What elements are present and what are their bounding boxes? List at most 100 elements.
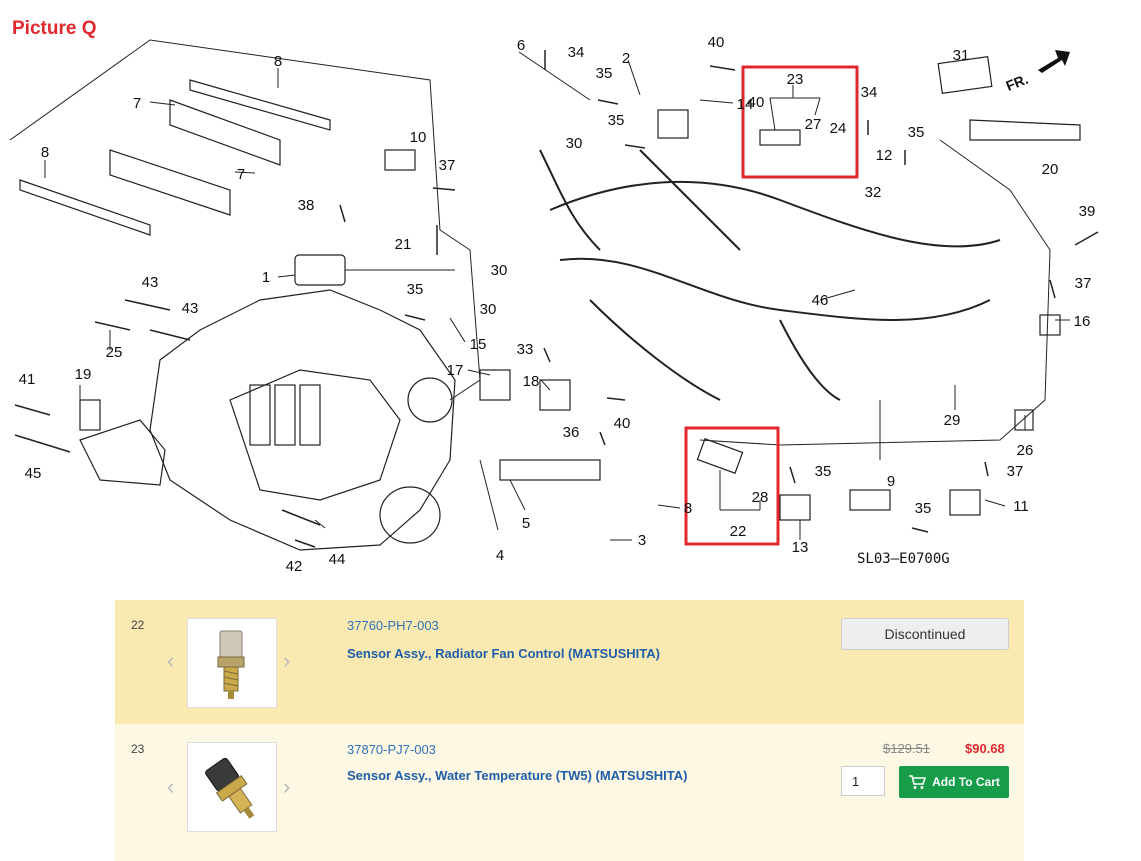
callout-26[interactable]: 26 [1017, 442, 1034, 459]
callout-40b[interactable]: 40 [614, 415, 631, 432]
fuel-rails [19, 79, 331, 236]
callout-43b[interactable]: 43 [182, 300, 199, 317]
callout-28[interactable]: 28 [752, 489, 769, 506]
callout-10[interactable]: 10 [410, 129, 427, 146]
callout-35e[interactable]: 35 [815, 463, 832, 480]
chevron-left-icon[interactable]: ‹ [167, 774, 175, 799]
callout-18[interactable]: 18 [523, 373, 540, 390]
highlight-box-23 [741, 65, 859, 179]
callout-42[interactable]: 42 [286, 558, 303, 575]
callout-15[interactable]: 15 [470, 336, 487, 353]
callout-31[interactable]: 31 [953, 47, 970, 64]
callout-43a[interactable]: 43 [142, 274, 159, 291]
part-ref: 23 [131, 742, 145, 756]
part-name[interactable]: Sensor Assy., Radiator Fan Control (MATS… [347, 646, 660, 661]
callout-27[interactable]: 27 [805, 116, 822, 133]
callout-30a[interactable]: 30 [566, 135, 583, 152]
callout-3[interactable]: 3 [638, 532, 646, 549]
sale-price: $90.68 [965, 741, 1005, 756]
callout-34a[interactable]: 34 [568, 44, 585, 61]
callout-33[interactable]: 33 [517, 341, 534, 358]
callout-25[interactable]: 25 [106, 344, 123, 361]
add-to-cart-button[interactable]: Add To Cart [899, 766, 1009, 798]
callout-30c[interactable]: 30 [480, 301, 497, 318]
callout-5[interactable]: 5 [522, 515, 530, 532]
diagram-code: SL03—E0700G [857, 551, 950, 567]
callout-37b[interactable]: 37 [1075, 275, 1092, 292]
chevron-right-icon[interactable]: › [283, 774, 291, 799]
callout-23[interactable]: 23 [787, 71, 804, 88]
callout-7a[interactable]: 7 [133, 95, 141, 112]
sensor-thumb-icon[interactable] [187, 742, 277, 832]
part-row-23: 23 ‹ › 37870-PJ7-003 Sensor Assy., Water… [115, 724, 1024, 861]
callout-12[interactable]: 12 [876, 147, 893, 164]
picture-label: Picture Q [12, 18, 97, 39]
callout-22[interactable]: 22 [730, 523, 747, 540]
highlight-box-22 [684, 426, 780, 546]
callout-30b[interactable]: 30 [491, 262, 508, 279]
callout-35b[interactable]: 35 [608, 112, 625, 129]
part-number[interactable]: 37760-PH7-003 [347, 618, 439, 633]
front-arrow-icon [1038, 50, 1070, 73]
chevron-right-icon[interactable]: › [283, 648, 291, 673]
callout-40a[interactable]: 40 [708, 34, 725, 51]
parts-diagram: FR. SL03—E0700G 1 2 3 4 5 6 7 7 8 8 9 10… [9, 34, 1099, 575]
callout-8a[interactable]: 8 [274, 53, 282, 70]
sensor-image [205, 757, 255, 819]
sensor-thumb-icon[interactable] [187, 618, 277, 708]
callout-14[interactable]: 14 [737, 96, 754, 113]
components [79, 55, 1081, 521]
front-label: FR. [1003, 71, 1030, 94]
part-name[interactable]: Sensor Assy., Water Temperature (TW5) (M… [347, 768, 688, 783]
callout-39[interactable]: 39 [1079, 203, 1096, 220]
callout-29[interactable]: 29 [944, 412, 961, 429]
callout-7b[interactable]: 7 [237, 166, 245, 183]
callout-41[interactable]: 41 [19, 371, 36, 388]
callout-37c[interactable]: 37 [1007, 463, 1024, 480]
callout-38[interactable]: 38 [298, 197, 315, 214]
callout-9[interactable]: 9 [887, 473, 895, 490]
callout-2[interactable]: 2 [622, 50, 630, 67]
callout-21[interactable]: 21 [395, 236, 412, 253]
part-ref: 22 [131, 618, 145, 632]
callout-35a[interactable]: 35 [596, 65, 613, 82]
engine-block [79, 289, 456, 551]
part-row-22: 22 ‹ › 37760-PH7-003 Sensor Assy., Radia… [115, 600, 1024, 724]
original-price: $129.51 [883, 741, 930, 756]
callout-37a[interactable]: 37 [439, 157, 456, 174]
add-to-cart-label: Add To Cart [932, 775, 1000, 789]
callout-20[interactable]: 20 [1042, 161, 1059, 178]
callout-46[interactable]: 46 [812, 292, 829, 309]
discontinued-button[interactable]: Discontinued [841, 618, 1009, 650]
callout-44[interactable]: 44 [329, 551, 346, 568]
callout-13[interactable]: 13 [792, 539, 809, 556]
quantity-input[interactable] [841, 766, 885, 796]
diagram-outline [9, 39, 481, 401]
callout-17[interactable]: 17 [447, 362, 464, 379]
bolts [14, 50, 1099, 548]
callout-1[interactable]: 1 [262, 269, 270, 286]
callout-19[interactable]: 19 [75, 366, 92, 383]
chevron-left-icon[interactable]: ‹ [167, 648, 175, 673]
part-number[interactable]: 37870-PJ7-003 [347, 742, 436, 757]
callout-40c[interactable]: 40 [748, 94, 765, 111]
callout-11[interactable]: 11 [1013, 498, 1029, 515]
diagram-outline [699, 139, 1051, 446]
callout-24[interactable]: 24 [830, 120, 847, 137]
cart-icon [909, 775, 927, 789]
callout-36[interactable]: 36 [563, 424, 580, 441]
callout-16[interactable]: 16 [1074, 313, 1091, 330]
callout-35d[interactable]: 35 [407, 281, 424, 298]
callout-8c[interactable]: 8 [684, 500, 692, 517]
sensor-image [217, 630, 245, 699]
callout-6[interactable]: 6 [517, 37, 525, 54]
leader-lines [44, 51, 1070, 541]
callout-8b[interactable]: 8 [41, 144, 49, 161]
callout-34b[interactable]: 34 [861, 84, 878, 101]
callout-45[interactable]: 45 [25, 465, 42, 482]
wire-harness [539, 149, 1001, 401]
callout-32[interactable]: 32 [865, 184, 882, 201]
callout-4[interactable]: 4 [496, 547, 504, 564]
callout-35f[interactable]: 35 [915, 500, 932, 517]
callout-35c[interactable]: 35 [908, 124, 925, 141]
